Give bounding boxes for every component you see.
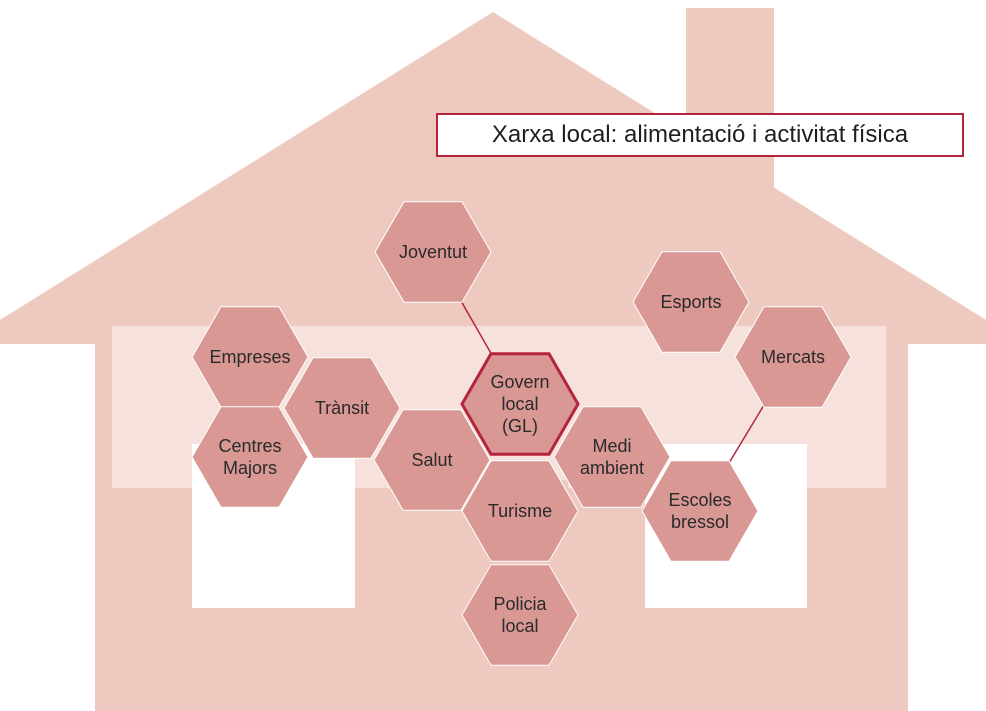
node-label-escoles-bressol: Escoles [668,490,731,510]
node-label-turisme: Turisme [488,501,552,521]
node-label-centres-majors: Majors [223,458,277,478]
node-label-policia-local: Policia [493,594,547,614]
node-joventut: Joventut [374,201,492,303]
hexagon-medi-ambient [553,406,671,508]
node-label-escoles-bressol: bressol [671,512,729,532]
hexagon-turisme [461,460,579,562]
node-salut: Salut [373,409,491,511]
node-transit: Trànsit [283,357,401,459]
node-label-transit: Trànsit [315,398,369,418]
hexagon-mercats [734,306,852,408]
node-label-govern-local: (GL) [502,416,538,436]
node-label-govern-local: local [501,394,538,414]
node-turisme: Turisme [461,460,579,562]
hexagon-govern-local [460,352,580,456]
diagram-title: Xarxa local: alimentació i activitat fís… [436,113,964,157]
node-label-govern-local: Govern [490,372,549,392]
node-label-esports: Esports [660,292,721,312]
node-esports: Esports [632,251,750,353]
node-mercats: Mercats [734,306,852,408]
hexagon-salut [373,409,491,511]
node-label-policia-local: local [501,616,538,636]
node-label-joventut: Joventut [399,242,467,262]
node-label-salut: Salut [411,450,452,470]
hexagon-policia-local [461,564,579,666]
hexagon-joventut [374,201,492,303]
node-label-empreses: Empreses [209,347,290,367]
hexagon-escoles-bressol [641,460,759,562]
node-label-medi-ambient: ambient [580,458,644,478]
hexagon-transit [283,357,401,459]
hexagon-esports [632,251,750,353]
node-label-centres-majors: Centres [218,436,281,456]
hexagon-centres-majors [191,406,309,508]
node-label-mercats: Mercats [761,347,825,367]
node-label-medi-ambient: Medi [592,436,631,456]
node-empreses: Empreses [191,306,309,408]
